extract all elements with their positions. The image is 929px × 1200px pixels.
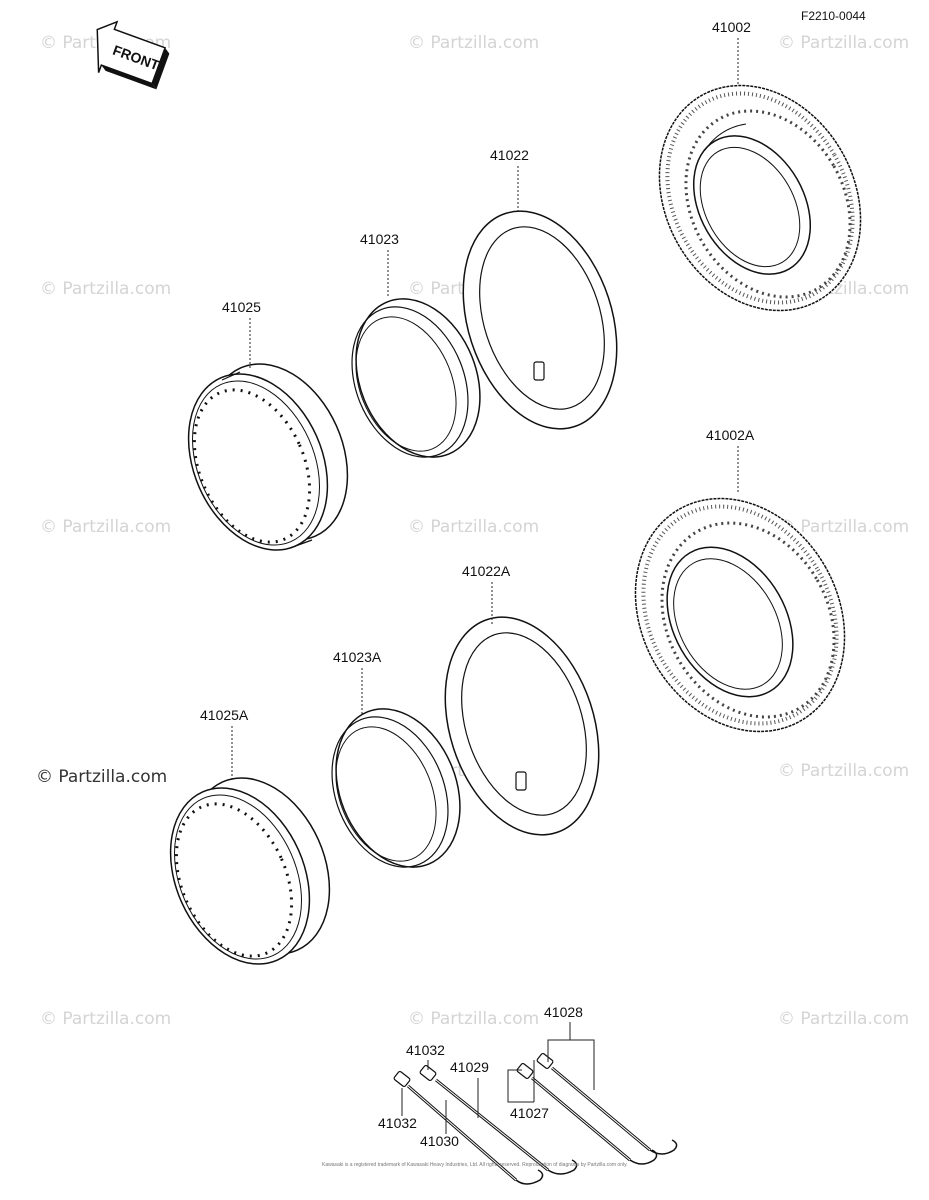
label-41030: 41030 [420,1133,459,1149]
watermark-3: © Partzilla.com [778,33,909,53]
label-41025: 41025 [222,299,261,315]
nipple-icon [536,1052,554,1070]
label-41025A: 41025A [200,707,249,723]
label-41032-top: 41032 [406,1042,445,1058]
label-41023: 41023 [360,231,399,247]
rim-band-front [351,298,481,458]
watermark-10: © Partzilla.com [36,767,167,787]
figure-code: F2210-0044 [801,9,866,23]
valve-stem-icon [533,361,545,381]
watermark-14: © Partzilla.com [408,1009,539,1029]
label-41002: 41002 [712,19,751,35]
tube-rear [444,616,600,836]
nipple-icon [516,1062,534,1080]
nipple-icon [419,1064,437,1082]
tube-front [462,210,618,430]
spoke-assembly [393,1052,678,1185]
rim-rear [169,777,331,965]
leader-41027 [507,1069,522,1103]
watermark-2: © Partzilla.com [408,33,539,53]
nipple-icon [393,1070,411,1088]
watermark-9: © Partzilla.com [778,517,909,537]
rim-front [187,363,349,551]
label-41032-bottom: 41032 [378,1115,417,1131]
watermark-8: © Partzilla.com [408,517,539,537]
label-41022: 41022 [490,147,529,163]
watermark-13: © Partzilla.com [40,1009,171,1029]
tire-rear [634,497,846,733]
front-arrow-icon: FRONT [96,20,170,90]
watermark-15: © Partzilla.com [778,1009,909,1029]
rim-band-rear [331,708,461,868]
label-41028: 41028 [544,1004,583,1020]
footer-copyright: Kawasaki is a registered trademark of Ka… [322,1162,628,1168]
leader-41028 [547,1039,595,1090]
watermark-4: © Partzilla.com [40,279,171,299]
label-41029: 41029 [450,1059,489,1075]
watermark-7: © Partzilla.com [40,517,171,537]
label-41023A: 41023A [333,649,382,665]
label-41002A: 41002A [706,427,755,443]
watermark-12: © Partzilla.com [778,761,909,781]
valve-stem-icon [515,771,527,791]
tire-front [658,84,862,312]
label-41027: 41027 [510,1105,549,1121]
label-41022A: 41022A [462,563,511,579]
